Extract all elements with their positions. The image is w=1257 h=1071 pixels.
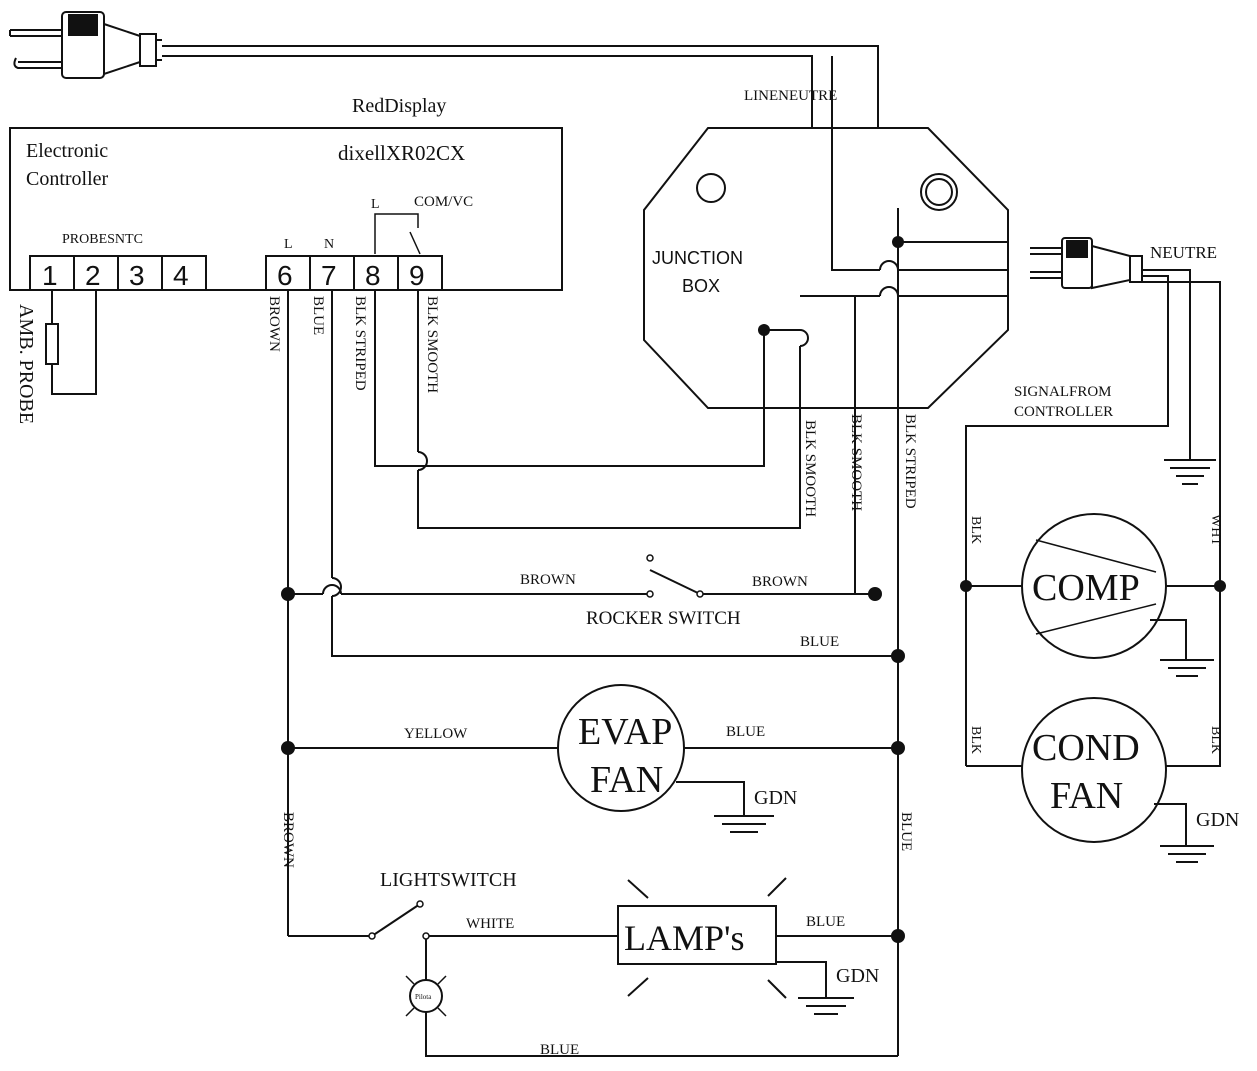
cond-fan-line1: COND [1032, 727, 1140, 769]
evap-blue-label: BLUE [726, 724, 765, 740]
controller-name-line1: Electronic [26, 140, 108, 162]
relay-tag-l: L [371, 197, 380, 212]
evap-fan: EVAP FAN GDN YELLOW BLUE [281, 684, 905, 833]
evap-fan-line1: EVAP [578, 711, 672, 753]
cond-fan-line2: FAN [1050, 775, 1123, 817]
compressor: COMP BLK WHT [960, 513, 1226, 766]
controller-wires: BROWN BLUE BLK STRIPED BLK SMOOTH BLK SM… [266, 290, 918, 936]
wire-brown-6: BROWN [266, 296, 282, 352]
wire-blk-striped-8: BLK STRIPED [352, 296, 368, 391]
terminal-8: 8 [365, 260, 381, 291]
probe-terminal-block: 1 2 3 4 [29, 255, 207, 291]
amb-probe-label: AMB. PROBE [15, 304, 37, 424]
evap-gdn-label: GDN [754, 787, 797, 809]
comp-blk-label: BLK [968, 516, 983, 544]
junction-box-wiring [758, 56, 1008, 1056]
terminal-9: 9 [409, 260, 425, 291]
terminal-tag-l: L [284, 237, 293, 252]
evap-fan-line2: FAN [590, 759, 663, 801]
wire-blue-7: BLUE [310, 296, 326, 335]
output-terminal-block: 6 7 8 9 [265, 255, 443, 291]
light-switch-label: LIGHTSWITCH [380, 869, 517, 891]
controller-display-label: RedDisplay [352, 95, 446, 117]
rocker-switch: BROWN BROWN ROCKER SWITCH BLUE [281, 554, 905, 663]
terminal-7: 7 [321, 260, 337, 291]
wire-jb-blk-striped: BLK STRIPED [902, 414, 918, 509]
cond-gdn-label: GDN [1196, 809, 1239, 831]
relay-tag-com: COM/VC [414, 194, 473, 210]
wire-blk-smooth-9: BLK SMOOTH [424, 296, 440, 393]
blue-right-label: BLUE [898, 812, 914, 851]
terminal-3: 3 [129, 260, 145, 291]
cond-fan: COND FAN GDN BLK BLK [966, 697, 1239, 863]
lamp-white-label: WHITE [466, 916, 514, 932]
comp-wht-label: WHT [1208, 514, 1223, 546]
lamps-label: LAMP's [624, 918, 745, 958]
signal-label-2: CONTROLLER [1014, 404, 1113, 420]
junction-box-label-1: JUNCTION [652, 248, 743, 268]
power-plug-right: NEUTRE SIGNALFROM CONTROLLER [965, 237, 1221, 767]
cond-blk-left-label: BLK [968, 726, 983, 754]
terminal-1: 1 [42, 260, 58, 291]
neutre-label: NEUTRE [1150, 243, 1217, 262]
power-plug-top [9, 11, 162, 79]
brown-down-label: BROWN [280, 812, 296, 868]
terminal-tag-n: N [324, 237, 334, 252]
junction-box: JUNCTION BOX LINENEUTRE [643, 88, 1009, 409]
electronic-controller: RedDisplay dixellXR02CX Electronic Contr… [9, 95, 563, 291]
terminal-6: 6 [277, 260, 293, 291]
wire-jb-blk-smooth-b: BLK SMOOTH [848, 414, 864, 511]
terminal-4: 4 [173, 260, 189, 291]
rocker-brown-left: BROWN [520, 572, 576, 588]
controller-model-label: dixellXR02CX [338, 141, 465, 165]
line-neutre-label: LINENEUTRE [744, 88, 837, 104]
wire-jb-blk-smooth-a: BLK SMOOTH [802, 420, 818, 517]
comp-label: COMP [1032, 567, 1140, 609]
bottom-blue-label: BLUE [540, 1042, 579, 1058]
lamp-blue-label: BLUE [806, 914, 845, 930]
signal-label-1: SIGNALFROM [1014, 384, 1112, 400]
evap-yellow-label: YELLOW [404, 726, 468, 742]
blue-bus-label: BLUE [800, 634, 839, 650]
terminal-2: 2 [85, 260, 101, 291]
junction-box-label-2: BOX [682, 276, 720, 296]
lamp-circuit: BROWN BLUE LIGHTSWITCH WHITE LAMP's BLUE… [280, 812, 914, 1058]
cond-blk-right-label: BLK [1208, 726, 1223, 754]
controller-name-line2: Controller [26, 168, 109, 190]
pilot-label: Pilota [415, 993, 432, 1001]
rocker-brown-right: BROWN [752, 574, 808, 590]
ambient-probe: AMB. PROBE [15, 290, 97, 424]
rocker-switch-label: ROCKER SWITCH [586, 608, 741, 629]
lamp-gdn-label: GDN [836, 965, 879, 987]
probes-label: PROBESNTC [62, 232, 143, 247]
